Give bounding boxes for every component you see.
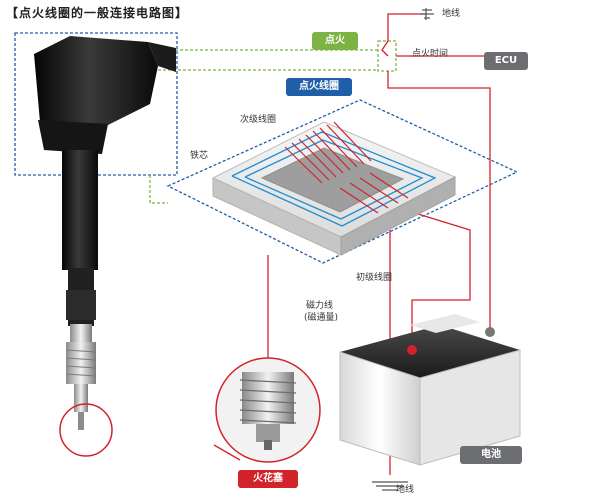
ignition-coil	[34, 36, 176, 326]
flux-label-1: 磁力线	[306, 301, 334, 311]
spark-plug-tag: 火花塞	[238, 470, 298, 488]
ignition-tag: 点火	[312, 32, 358, 50]
battery-tag: 电池	[460, 446, 522, 464]
spark-plug	[59, 324, 113, 457]
car-battery	[339, 314, 521, 466]
diagram-title: 【点火线圈的一般连接电路图】	[6, 6, 189, 20]
flux-lines	[231, 131, 437, 227]
coil-plane-box	[166, 99, 519, 264]
ground-label-top: 地线	[442, 9, 461, 19]
ecu-tag: ECU	[484, 52, 528, 70]
spark-plug-closeup	[215, 357, 321, 463]
iron-core	[211, 121, 457, 256]
ground-label-bottom: 地线	[396, 485, 415, 495]
ignition-coil-tag: 点火线圈	[286, 78, 352, 96]
ground-symbol-bottom	[372, 481, 408, 491]
ground-symbol-top	[420, 8, 434, 20]
secondary-coil-label: 次级线圈	[240, 115, 277, 125]
ignition-timing-label: 点火时间	[412, 49, 449, 59]
iron-core-label: 铁芯	[190, 151, 209, 161]
coil-windings	[284, 121, 409, 214]
primary-coil-label: 初级线圈	[356, 273, 393, 283]
flux-label-2: (磁通量)	[304, 313, 339, 323]
